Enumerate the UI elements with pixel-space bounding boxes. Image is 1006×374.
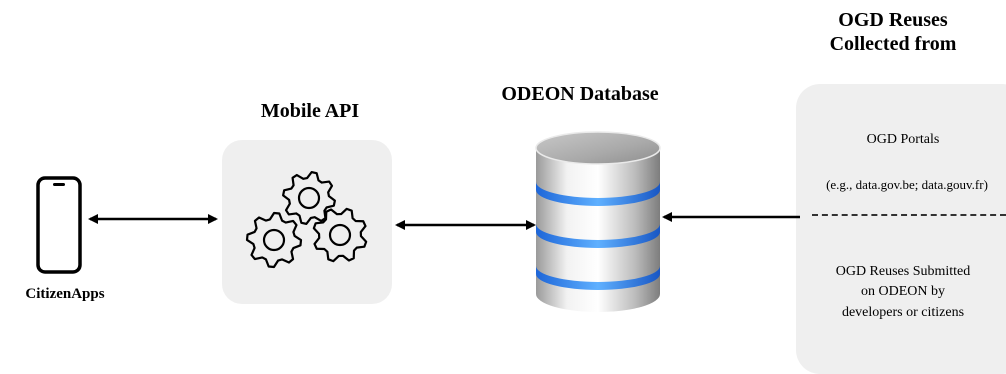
gear-left-hole — [262, 228, 286, 252]
ogd-reuses-title-line2: Collected from — [829, 33, 957, 55]
citizen-apps-label: CitizenApps — [25, 286, 105, 302]
ogd-reuses-title-line1: OGD Reuses — [838, 9, 948, 31]
submitted-line2: on ODEON by — [861, 284, 945, 300]
odeon-database-title: ODEON Database — [501, 83, 659, 105]
submitted-reuses-label: OGD Reuses Submitted on ODEON by develop… — [800, 262, 1006, 323]
mobile-api-title: Mobile API — [260, 100, 360, 122]
gear-top — [282, 171, 336, 225]
gear-left — [245, 211, 303, 269]
sources-panel — [796, 84, 1006, 374]
panel-divider — [812, 214, 1006, 216]
gear-top-hole — [297, 186, 321, 210]
ogd-reuses-title: OGD Reuses Collected from — [780, 8, 1006, 56]
gear-right — [312, 207, 368, 263]
database-icon — [535, 131, 661, 312]
gears-icon — [245, 171, 368, 269]
submitted-line1: OGD Reuses Submitted — [835, 264, 971, 279]
gear-right-hole — [328, 223, 352, 247]
submitted-line3: developers or citizens — [841, 304, 965, 320]
smartphone-icon — [36, 176, 82, 274]
ogd-portals-examples: (e.g., data.gov.be; data.gouv.fr) — [826, 177, 988, 192]
ogd-portals-label: OGD Portals — [866, 132, 940, 147]
